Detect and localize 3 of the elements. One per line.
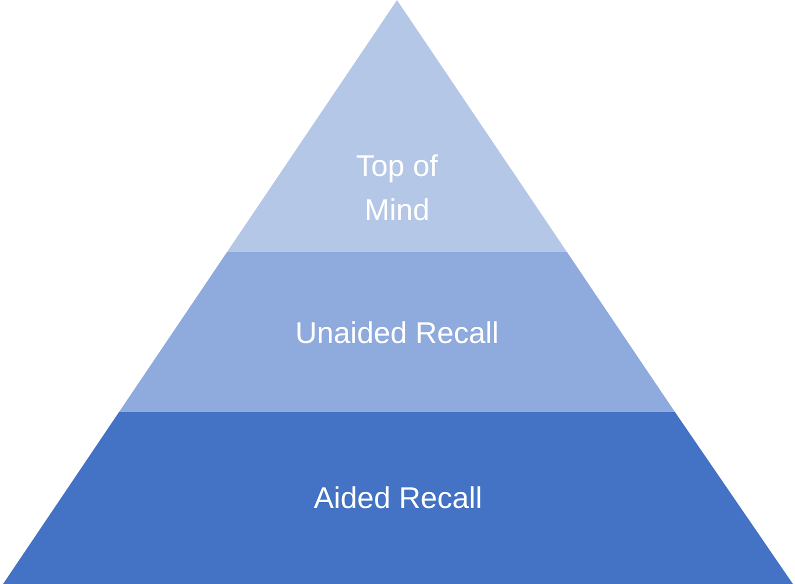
tier-label: Unaided Recall: [294, 316, 500, 352]
tier-label: Top of Mind: [355, 149, 439, 229]
tier-label: Aided Recall: [312, 481, 484, 517]
